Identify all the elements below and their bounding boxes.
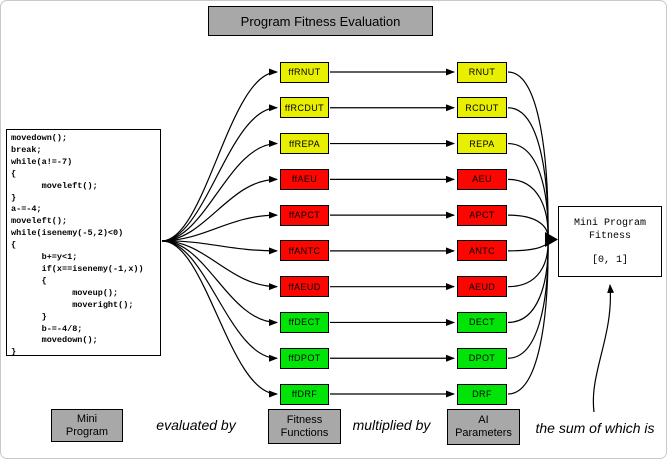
- ai-parameter-box-RNUT: RNUT: [457, 61, 507, 83]
- result-line1: Mini Program: [573, 217, 646, 229]
- fanout-arrow-ffDPOT: [161, 240, 278, 362]
- fanout-arrow-ffRNUT: [161, 68, 278, 242]
- sum-of-which-text: the sum of which is: [535, 420, 655, 436]
- fitness-functions-label-box: Fitness Functions: [268, 409, 341, 444]
- result-line2: Fitness: [588, 230, 631, 242]
- fitness-function-box-ffANTC: ffANTC: [280, 240, 329, 262]
- fanin-curve-AEUD: [507, 239, 549, 288]
- ai-parameter-box-DECT: DECT: [457, 311, 507, 333]
- fanout-arrow-ffAEU: [161, 175, 278, 242]
- fitness-function-box-ffAPCT: ffAPCT: [280, 204, 329, 226]
- fanout-arrow-ffREPA: [161, 140, 278, 242]
- title-text: Program Fitness Evaluation: [240, 13, 401, 29]
- mini-program-code: movedown(); break; while(a!=-7) { movele…: [6, 129, 161, 357]
- mini-program-label-box: Mini Program: [51, 409, 123, 442]
- evaluated-by-text: evaluated by: [156, 417, 236, 433]
- ai-parameter-box-DPOT: DPOT: [457, 347, 507, 369]
- fitness-function-box-ffRNUT: ffRNUT: [280, 61, 329, 83]
- title-box: Program Fitness Evaluation: [208, 6, 433, 36]
- fitness-function-box-ffREPA: ffREPA: [280, 133, 329, 155]
- ai-parameter-box-AEU: AEU: [457, 168, 507, 190]
- fanin-curve-AEU: [507, 178, 549, 240]
- result-range: [0, 1]: [591, 254, 628, 266]
- fanout-arrow-ffDRF: [161, 240, 278, 398]
- fitness-function-box-ffDECT: ffDECT: [280, 311, 329, 333]
- fanin-curve-RNUT: [507, 71, 549, 240]
- fitness-function-box-ffRCDUT: ffRCDUT: [280, 97, 329, 119]
- ai-parameter-box-ANTC: ANTC: [457, 240, 507, 262]
- ai-parameter-box-RCDUT: RCDUT: [457, 97, 507, 119]
- fitness-function-box-ffDRF: ffDRF: [280, 383, 329, 405]
- fanin-curve-REPA: [507, 142, 549, 240]
- ai-parameter-box-AEUD: AEUD: [457, 276, 507, 298]
- fanout-arrow-ffAEUD: [161, 240, 278, 291]
- fanin-curve-DPOT: [507, 239, 549, 359]
- fanout-arrow-ffANTC: [161, 240, 278, 255]
- fanout-arrow-ffAPCT: [161, 211, 278, 242]
- ai-parameter-box-REPA: REPA: [457, 133, 507, 155]
- mini-program-fitness-box: Mini Program Fitness [0, 1]: [558, 206, 662, 277]
- multiplied-by-text: multiplied by: [352, 417, 431, 433]
- ai-parameter-box-APCT: APCT: [457, 204, 507, 226]
- sum-up-arrow: [592, 284, 615, 413]
- fanin-curve-APCT: [507, 214, 549, 240]
- fanin-curve-RCDUT: [507, 107, 549, 240]
- result-gap: [559, 243, 661, 254]
- fanout-arrow-ffRCDUT: [161, 104, 278, 242]
- sum-arrowhead: [545, 232, 558, 247]
- fanin-curve-ANTC: [507, 239, 549, 252]
- ai-parameter-box-DRF: DRF: [457, 383, 507, 405]
- fanout-arrow-ffDECT: [161, 240, 278, 326]
- fitness-function-box-ffDPOT: ffDPOT: [280, 347, 329, 369]
- ai-parameters-label-box: AI Parameters: [447, 409, 520, 445]
- fitness-function-box-ffAEU: ffAEU: [280, 168, 329, 190]
- fitness-function-box-ffAEUD: ffAEUD: [280, 276, 329, 298]
- fanin-curve-DECT: [507, 239, 549, 324]
- fanin-curve-DRF: [507, 239, 549, 395]
